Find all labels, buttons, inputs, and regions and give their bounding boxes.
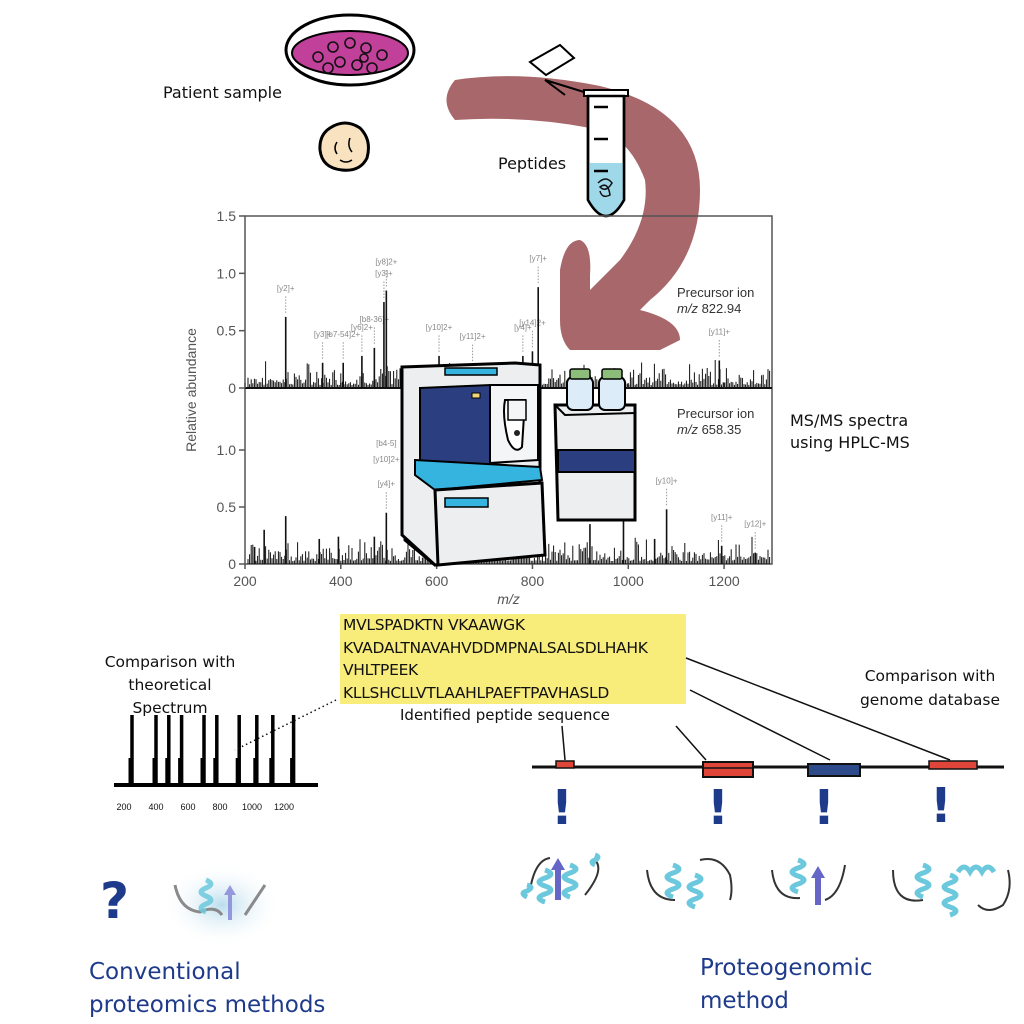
theoretical-tick-label: 1200 bbox=[274, 802, 294, 812]
peak-label: [y14]2+ bbox=[519, 318, 546, 327]
peptides-label: Peptides bbox=[498, 154, 567, 173]
peak-label: [y10]2+ bbox=[426, 323, 453, 332]
proteogenomic-title-line1: Proteogenomic bbox=[700, 955, 873, 981]
sequence-line: KVADALTNAVAHVDDMPNALSALSDLHAHK bbox=[343, 638, 648, 657]
proteogenomic-title-line2: method bbox=[700, 988, 789, 1014]
x-tick-label: 1200 bbox=[709, 573, 740, 589]
peak-label: [y6]2+ bbox=[351, 323, 373, 332]
y-tick-label: 0 bbox=[228, 556, 236, 572]
theoretical-title-line3: Spectrum bbox=[132, 699, 208, 717]
msms-spectra-chart: 0 0.5 1.0 1.5 0 0.5 1.0 200 400 600 800 1000 1200 m/z… bbox=[183, 208, 773, 607]
tissue-sample-icon bbox=[318, 121, 370, 172]
theoretical-tick-label: 600 bbox=[180, 802, 195, 812]
conventional-methods-title: Conventional proteomics methods bbox=[89, 956, 325, 1022]
theoretical-tick-label: 200 bbox=[116, 802, 131, 812]
sequence-line: VHLTPEEK bbox=[343, 661, 418, 679]
x-tick-label: 1000 bbox=[613, 573, 644, 589]
peak-label: [y10]+ bbox=[656, 476, 678, 485]
peak-label: [y2]+ bbox=[277, 284, 295, 293]
exclamation-icon: ! bbox=[707, 780, 729, 836]
peak-label: [y11]2+ bbox=[460, 332, 486, 341]
peak-label: [y3]+ bbox=[314, 330, 332, 339]
x-tick-label: 600 bbox=[425, 573, 449, 589]
peak-label: [b8-36]+ bbox=[360, 315, 390, 324]
conventional-title-line1: Conventional bbox=[89, 959, 241, 985]
genome-title: Comparison with genome database bbox=[840, 664, 1020, 712]
y-axis-label: Relative abundance bbox=[183, 328, 199, 452]
y-tick-label: 0 bbox=[228, 380, 236, 396]
question-mark-icon: ? bbox=[100, 872, 130, 930]
msms-label-line1: MS/MS spectra bbox=[790, 411, 909, 430]
exclamation-icon: ! bbox=[551, 780, 573, 836]
msms-label-line2: using HPLC-MS bbox=[790, 433, 910, 452]
peak-label: [y11]+ bbox=[709, 327, 731, 336]
sequence-line: MVLSPADKTN VKAAWGK bbox=[343, 616, 525, 634]
y-tick-label: 0.5 bbox=[217, 323, 237, 339]
sequence-line: KLLSHCLLVTLAAHLPAEFTPAVHASLD bbox=[343, 683, 610, 702]
y-tick-label: 1.5 bbox=[217, 208, 237, 224]
peptide-sequence-box: MVLSPADKTN VKAAWGK KVADALTNAVAHVDDMPNALS… bbox=[340, 614, 686, 704]
theoretical-title: Comparison with theoretical Spectrum bbox=[80, 651, 260, 720]
y-tick-label: 0.5 bbox=[217, 499, 237, 515]
petri-dish-icon bbox=[284, 13, 416, 87]
x-tick-label: 400 bbox=[329, 573, 353, 589]
theoretical-title-line2: theoretical bbox=[128, 676, 212, 694]
precursor-ion-label: Precursor ion bbox=[677, 285, 754, 300]
sequence-caption: Identified peptide sequence bbox=[400, 706, 610, 724]
theoretical-tick-label: 800 bbox=[212, 802, 227, 812]
peak-label: [y3]+ bbox=[375, 269, 393, 278]
peak-label: [y11]+ bbox=[711, 513, 733, 522]
hplc-ms-instrument-icon bbox=[400, 361, 637, 567]
theoretical-tick-label: 400 bbox=[148, 802, 163, 812]
peak-label: [y8]2+ bbox=[375, 258, 397, 267]
genome-title-line2: genome database bbox=[859, 691, 1001, 709]
x-axis-label: m/z bbox=[497, 591, 520, 607]
theoretical-title-line1: Comparison with bbox=[104, 653, 236, 671]
proteogenomic-method-title: Proteogenomic method bbox=[700, 952, 873, 1018]
peak-label: [y7]+ bbox=[529, 254, 547, 263]
theoretical-tick-label: 1000 bbox=[242, 802, 262, 812]
peak-label: [b4-5] bbox=[376, 439, 396, 448]
x-tick-label: 800 bbox=[521, 573, 545, 589]
msms-label: MS/MS spectra using HPLC-MS bbox=[790, 410, 910, 454]
precursor-mz-label: m/z 822.94 bbox=[677, 301, 741, 316]
workflow-arrow bbox=[446, 76, 700, 351]
y-tick-label: 1.0 bbox=[217, 442, 237, 458]
peak-label: [y4]+ bbox=[514, 323, 532, 332]
theoretical-spectrum-chart: 200 400 600 800 1000 1200 bbox=[114, 715, 318, 812]
conventional-title-line2: proteomics methods bbox=[89, 992, 326, 1018]
patient-sample-label: Patient sample bbox=[163, 83, 282, 102]
x-tick-label: 200 bbox=[233, 573, 257, 589]
peptide-tube-icon bbox=[528, 43, 629, 218]
peak-label: [b7-54]2+ bbox=[326, 330, 360, 339]
exclamation-icon: ! bbox=[813, 780, 835, 836]
genome-title-line1: Comparison with bbox=[864, 667, 996, 685]
peak-label: [y4]+ bbox=[378, 480, 396, 489]
precursor-ion-label: Precursor ion bbox=[677, 406, 754, 421]
exclamation-icon: ! bbox=[930, 778, 952, 834]
peak-label: [y10]2+ bbox=[373, 455, 400, 464]
y-tick-label: 1.0 bbox=[217, 265, 237, 281]
precursor-mz-label: m/z 658.35 bbox=[677, 422, 741, 437]
peak-label: [y12]+ bbox=[744, 520, 766, 529]
